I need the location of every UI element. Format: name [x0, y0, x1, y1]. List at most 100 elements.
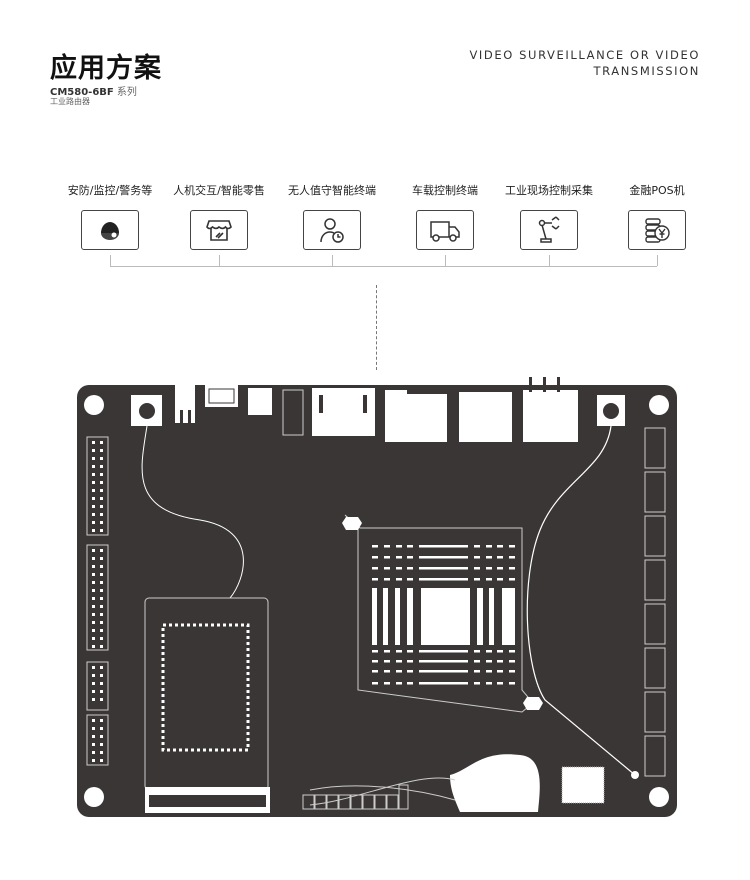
- pin: [92, 549, 95, 552]
- cpu-pad: [474, 660, 480, 663]
- pin: [92, 441, 95, 444]
- cpu-pad: [407, 545, 413, 548]
- cpu-pad: [384, 545, 390, 548]
- cpu-pad: [497, 545, 503, 548]
- application-label: 车载控制终端: [412, 184, 478, 197]
- english-line-1: VIDEO SURVEILLANCE OR VIDEO: [469, 48, 700, 62]
- cpu-pad: [509, 650, 515, 653]
- pin: [92, 497, 95, 500]
- battery: [450, 754, 540, 812]
- chip: [561, 766, 605, 804]
- connector-tick: [219, 255, 220, 266]
- cpu-pad: [407, 588, 413, 645]
- pin: [100, 441, 103, 444]
- pin: [100, 759, 103, 762]
- pin: [100, 682, 103, 685]
- pin: [100, 597, 103, 600]
- robot-arm-icon: [520, 210, 578, 250]
- pin: [100, 743, 103, 746]
- sd-card-slot: [385, 390, 447, 442]
- security-camera-icon: [81, 210, 139, 250]
- pin: [92, 557, 95, 560]
- pin: [92, 529, 95, 532]
- cpu-pad: [384, 660, 390, 663]
- header-pin: [398, 784, 409, 810]
- storefront-icon: [190, 210, 248, 250]
- heatsink-screw: [523, 697, 543, 710]
- cpu-pad: [502, 588, 515, 645]
- connector-line: [110, 266, 657, 267]
- page-title: 应用方案: [50, 53, 162, 84]
- pin: [92, 751, 95, 754]
- cpu-pad: [396, 660, 402, 663]
- truck-icon: [416, 210, 474, 250]
- cpu-pad: [497, 567, 503, 570]
- pin: [100, 465, 103, 468]
- cpu-pad: [486, 556, 492, 559]
- side-connector: [644, 515, 666, 557]
- cpu-pad: [372, 682, 378, 685]
- cpu-pad: [419, 578, 468, 581]
- header-pin: [302, 794, 315, 810]
- cpu-pad: [372, 670, 378, 673]
- pin: [100, 621, 103, 624]
- cpu-pad: [419, 660, 468, 663]
- cpu-pad: [384, 556, 390, 559]
- cpu-pad: [407, 650, 413, 653]
- cpu-pad: [372, 588, 377, 645]
- series-label: 系列: [116, 87, 137, 98]
- cpu-pad: [384, 578, 390, 581]
- cpu-pad: [383, 588, 388, 645]
- pin: [92, 573, 95, 576]
- user-clock-icon: [303, 210, 361, 250]
- connector-tick: [110, 255, 111, 266]
- cpu-pad: [372, 650, 378, 653]
- application-finance: 金融POS机: [597, 182, 717, 250]
- pin: [92, 682, 95, 685]
- cpu-die: [421, 588, 470, 645]
- pin-header: [86, 436, 109, 536]
- pin: [92, 666, 95, 669]
- cpu-pad: [509, 682, 515, 685]
- pin: [100, 637, 103, 640]
- pin: [92, 521, 95, 524]
- pin: [92, 457, 95, 460]
- pin: [92, 719, 95, 722]
- cpu-pad: [372, 660, 378, 663]
- cpu-pad: [509, 660, 515, 663]
- led: [175, 385, 195, 423]
- application-security: 安防/监控/警务等: [50, 182, 170, 250]
- header-pin: [386, 794, 399, 810]
- cpu-pad: [497, 660, 503, 663]
- pin: [92, 505, 95, 508]
- pin: [100, 690, 103, 693]
- cpu-pad: [395, 588, 400, 645]
- pin: [92, 613, 95, 616]
- pin: [92, 645, 95, 648]
- cpu-pad: [419, 670, 468, 673]
- power-connector-tab: [217, 376, 228, 386]
- cpu-pad: [419, 556, 468, 559]
- connector-tick: [445, 255, 446, 266]
- cpu-pad: [396, 567, 402, 570]
- pin: [92, 605, 95, 608]
- ethernet-port: [459, 392, 512, 442]
- pin: [100, 645, 103, 648]
- cpu-pad: [419, 545, 468, 548]
- application-unattended: 无人值守智能终端: [272, 182, 392, 250]
- cpu-pad: [384, 670, 390, 673]
- cpu-pattern: [372, 545, 515, 685]
- mounting-hole: [649, 787, 669, 807]
- pin: [92, 449, 95, 452]
- side-connector: [644, 471, 666, 513]
- cpu-pad: [509, 556, 515, 559]
- pin: [92, 735, 95, 738]
- pin: [92, 597, 95, 600]
- power-connector: [205, 385, 238, 407]
- pin: [92, 465, 95, 468]
- cpu-pad: [474, 556, 480, 559]
- pin: [100, 549, 103, 552]
- cpu-pad: [407, 660, 413, 663]
- cpu-pad: [407, 556, 413, 559]
- pin: [100, 473, 103, 476]
